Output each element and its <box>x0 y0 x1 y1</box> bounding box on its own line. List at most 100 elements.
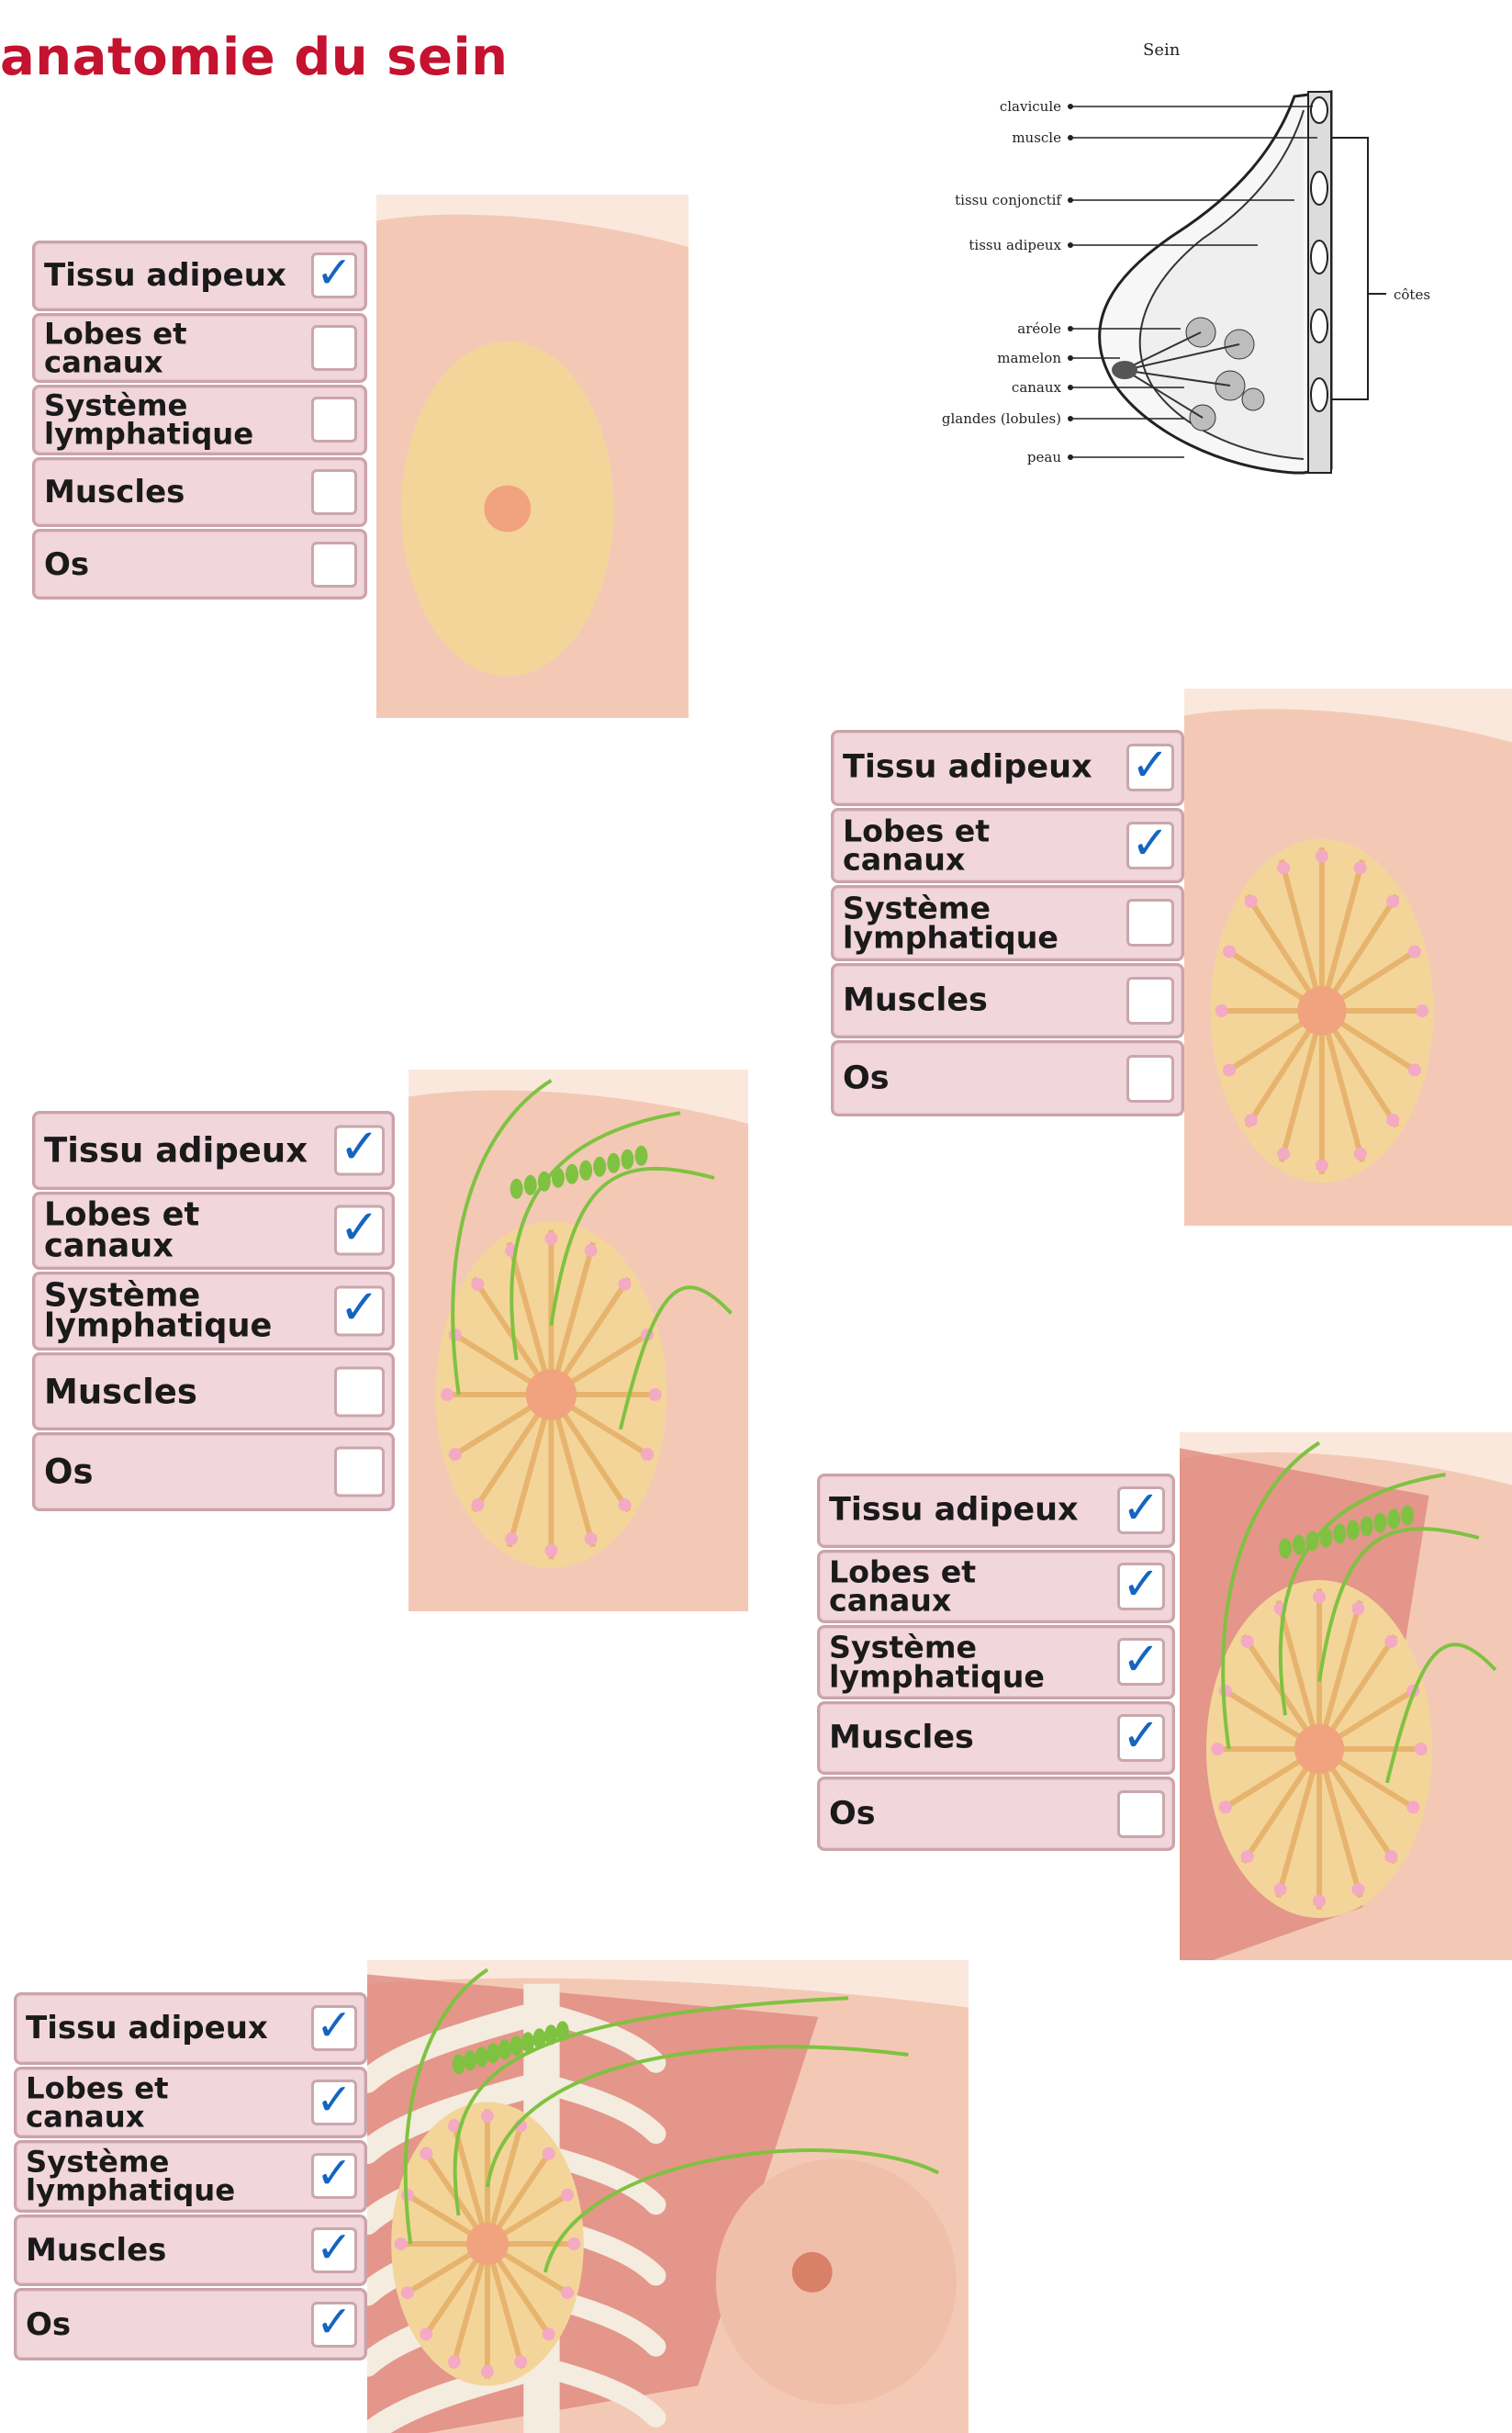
layer-option[interactable]: Tissu adipeux ✓ <box>831 730 1184 806</box>
layer-checkbox[interactable]: ✓ <box>311 252 357 298</box>
layer-option[interactable]: Os <box>831 1040 1184 1116</box>
layer-option-label: Os <box>829 1799 876 1829</box>
layer-option[interactable]: Système lymphatique ✓ <box>32 1272 395 1351</box>
layer-option-label: Système lymphatique <box>44 1281 272 1342</box>
layer-checkbox[interactable] <box>334 1366 385 1417</box>
layer-option[interactable]: Système lymphatique ✓ <box>817 1625 1175 1699</box>
layer-checkbox[interactable]: ✓ <box>1117 1563 1165 1610</box>
checkmark-icon: ✓ <box>316 2148 353 2199</box>
layer-checkbox[interactable]: ✓ <box>311 2302 357 2348</box>
areola <box>484 486 531 533</box>
layer-option-label: Lobes et canaux <box>843 816 990 874</box>
layer-checkbox[interactable]: ✓ <box>1117 1714 1165 1762</box>
label-muscle: muscle <box>1012 129 1061 146</box>
layer-option-label: Muscles <box>44 1375 197 1407</box>
layer-checkbox[interactable]: ✓ <box>334 1125 385 1175</box>
layer-checkbox[interactable]: ✓ <box>334 1205 385 1256</box>
layer-option[interactable]: Tissu adipeux✓ <box>32 1111 395 1190</box>
layer-option-label: Os <box>44 1456 93 1488</box>
layer-option-label: Os <box>26 2310 71 2339</box>
anatomy-illustration <box>1180 1432 1512 1960</box>
layer-option-label: Tissu adipeux <box>843 753 1092 783</box>
layer-option[interactable]: Muscles <box>32 1352 395 1431</box>
layer-option-label: Muscles <box>829 1722 974 1753</box>
layer-option[interactable]: Système lymphatique <box>831 885 1184 961</box>
layer-option[interactable]: Lobes et canaux✓ <box>14 2067 367 2139</box>
layer-checkbox[interactable] <box>311 469 357 515</box>
layer-checklist: Tissu adipeux✓Lobes et canaux✓Système ly… <box>817 1474 1175 1845</box>
label-canaux: canaux <box>1012 379 1062 396</box>
layer-option[interactable]: Lobes et canaux ✓ <box>831 808 1184 884</box>
layer-option-label: Lobes et canaux <box>829 1557 976 1615</box>
layer-checkbox[interactable]: ✓ <box>311 2153 357 2199</box>
layer-option[interactable]: Tissu adipeux✓ <box>32 241 367 311</box>
anatomy-panel-5: Tissu adipeux✓Lobes et canaux✓Système ly… <box>9 1960 969 2433</box>
checkmark-icon: ✓ <box>316 2296 353 2347</box>
layer-option-label: Muscles <box>26 2236 166 2265</box>
layer-checklist: Tissu adipeux ✓ Lobes et canaux ✓ Système ly… <box>831 730 1184 1111</box>
layer-checkbox[interactable]: ✓ <box>311 2080 357 2125</box>
layer-checkbox[interactable]: ✓ <box>1117 1486 1165 1534</box>
layer-option[interactable]: Lobes et canaux ✓ <box>817 1550 1175 1624</box>
checkmark-icon: ✓ <box>316 2001 353 2051</box>
layer-option[interactable]: Tissu adipeux ✓ <box>817 1474 1175 1548</box>
layer-checkbox[interactable] <box>1126 977 1174 1025</box>
label-tissu-conjonctif: tissu conjonctif <box>955 192 1062 208</box>
layer-option[interactable]: Muscles ✓ <box>817 1701 1175 1776</box>
checkmark-icon: ✓ <box>340 1200 380 1255</box>
layer-checkbox[interactable]: ✓ <box>311 2005 357 2051</box>
layer-option[interactable]: Os ✓ <box>14 2288 367 2360</box>
layer-option-label: Système lymphatique <box>44 392 253 448</box>
label-glandes: glandes (lobules) <box>942 410 1061 427</box>
layer-option[interactable]: Système lymphatique <box>32 385 367 455</box>
checkmark-icon: ✓ <box>1122 1557 1159 1610</box>
layer-option[interactable]: Os <box>817 1777 1175 1851</box>
checkmark-icon: ✓ <box>340 1281 380 1336</box>
checkmark-icon: ✓ <box>1122 1481 1159 1534</box>
breast-cross-section: Sein côtes <box>909 37 1478 514</box>
layer-option-label: Muscles <box>843 985 988 1015</box>
areola <box>466 2223 509 2265</box>
layer-checkbox[interactable] <box>1117 1790 1165 1838</box>
layer-option[interactable]: Muscles ✓ <box>14 2214 367 2287</box>
right-nipple <box>792 2252 833 2293</box>
layer-option-label: Système lymphatique <box>829 1633 1045 1691</box>
layer-option[interactable]: Lobes et canaux✓ <box>32 1192 395 1271</box>
layer-checkbox[interactable] <box>311 325 357 371</box>
layer-checkbox[interactable] <box>311 397 357 443</box>
layer-checkbox[interactable]: ✓ <box>1126 744 1174 791</box>
layer-checkbox[interactable] <box>334 1447 385 1497</box>
checkmark-icon: ✓ <box>1131 738 1169 791</box>
layer-checkbox[interactable] <box>1126 899 1174 947</box>
diagram-title: Sein <box>1143 40 1181 60</box>
layer-option-label: Muscles <box>44 477 185 507</box>
layer-checkbox[interactable]: ✓ <box>1126 822 1174 869</box>
layer-option[interactable]: Muscles <box>831 963 1184 1039</box>
layer-checkbox[interactable] <box>311 542 357 588</box>
layer-option[interactable]: Système lymphatique ✓ <box>14 2140 367 2213</box>
layer-checkbox[interactable]: ✓ <box>1117 1638 1165 1686</box>
layer-option[interactable]: Muscles <box>32 457 367 528</box>
areola <box>1294 1724 1344 1774</box>
checkmark-icon: ✓ <box>316 2223 353 2273</box>
breast-anatomy-diagram: Sein côtes <box>909 37 1478 514</box>
anatomy-illustration <box>376 195 689 718</box>
layer-checklist: Tissu adipeux✓Lobes et canaux✓Système ly… <box>32 1111 395 1506</box>
layer-option[interactable]: Tissu adipeux✓ <box>14 1992 367 2065</box>
checkmark-icon: ✓ <box>316 2075 353 2125</box>
layer-option[interactable]: Os <box>32 1432 395 1511</box>
layer-option[interactable]: Lobes et canaux <box>32 313 367 384</box>
layer-option[interactable]: Os <box>32 529 367 600</box>
anatomy-illustration <box>367 1960 969 2433</box>
layer-option-label: Os <box>843 1063 890 1093</box>
layer-checkbox[interactable] <box>1126 1055 1174 1103</box>
anatomy-illustration <box>409 1070 748 1611</box>
label-cotes: côtes <box>1394 286 1430 303</box>
layer-checkbox[interactable]: ✓ <box>334 1285 385 1336</box>
layer-option-label: Système lymphatique <box>26 2148 235 2204</box>
layer-checkbox[interactable]: ✓ <box>311 2227 357 2273</box>
layer-option-label: Tissu adipeux <box>829 1496 1079 1526</box>
anatomy-panel-3: Tissu adipeux✓Lobes et canaux✓Système ly… <box>32 1070 757 1616</box>
anatomy-panel-4: Tissu adipeux✓Lobes et canaux✓Système ly… <box>812 1432 1512 1965</box>
